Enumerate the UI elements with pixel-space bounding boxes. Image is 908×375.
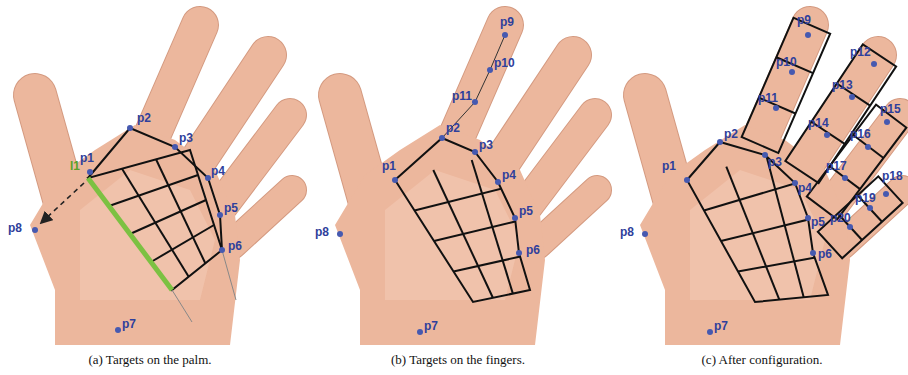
point-label: p20 [830,212,851,225]
point-label: p2 [724,128,738,141]
subfigure-caption: (a) Targets on the palm. [88,352,211,367]
point-label: p3 [768,156,782,169]
line-label: l1 [70,160,80,173]
point-label: p9 [797,14,811,27]
point-label: p8 [315,226,329,239]
point-label: p18 [882,170,903,183]
point-label: p5 [224,202,238,215]
subfigure-caption: (b) Targets on the fingers. [391,352,525,367]
point-label: p16 [850,128,871,141]
point-label: p7 [714,320,728,333]
point-label: p1 [662,160,676,173]
point-label: p2 [446,122,460,135]
point-label: p8 [620,226,634,239]
subfigure-caption: (c) After configuration. [702,352,823,367]
point-label: p6 [526,244,540,257]
point-label: p11 [758,92,778,105]
point-label: p12 [850,46,871,59]
point-label: p8 [8,222,22,235]
point-label: p5 [519,205,533,218]
point-label: p2 [137,112,151,125]
point-label: p13 [832,79,853,92]
point-label: p7 [424,320,438,333]
point-label: p3 [179,132,193,145]
point-label: p17 [826,160,847,173]
point-label: p4 [502,169,516,182]
point-label: p4 [211,165,225,178]
point-label: p4 [798,182,812,195]
point-label: p11 [452,90,472,103]
point-label: p1 [80,152,94,165]
point-label: p9 [500,16,514,29]
point-label: p19 [855,192,876,205]
point-label: p14 [808,117,829,130]
point-label: p5 [811,216,825,229]
point-label: p1 [382,160,396,173]
point-label: p10 [494,57,515,70]
point-label: p10 [776,56,797,69]
point-label: p6 [818,248,832,261]
point-label: p7 [122,318,136,331]
point-label: p6 [228,240,242,253]
point-label: p15 [880,103,901,116]
point-label: p3 [479,139,493,152]
